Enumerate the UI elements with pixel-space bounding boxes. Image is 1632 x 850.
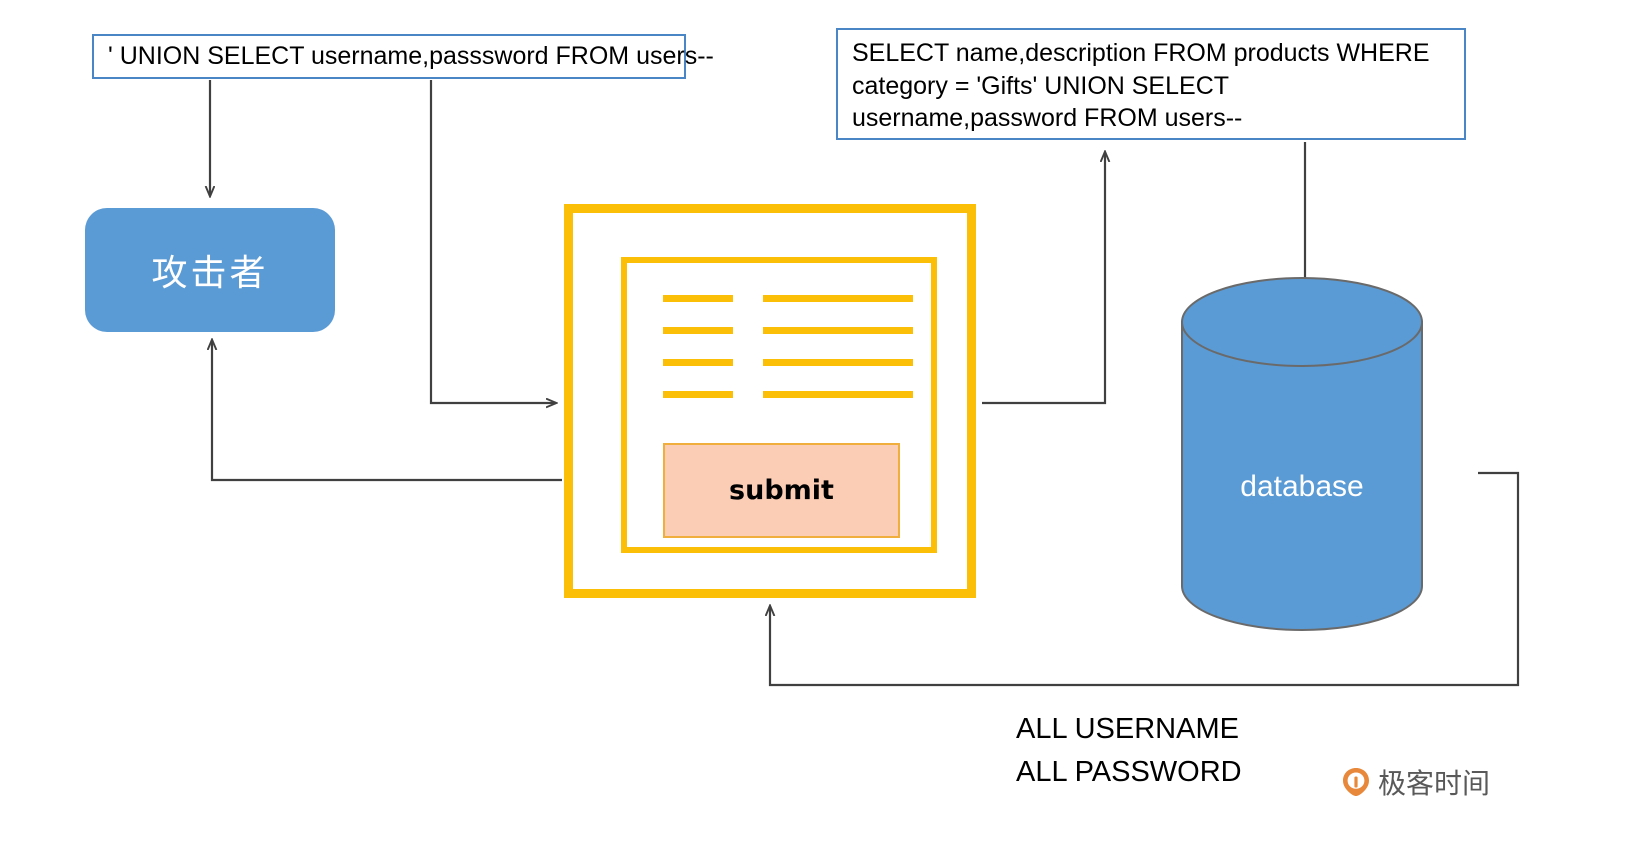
injected-payload-callout: ' UNION SELECT username,passsword FROM u… (92, 34, 714, 79)
field-label-bar (663, 359, 733, 366)
arrow-payload-to-form (429, 80, 556, 403)
field-input-bar[interactable] (763, 359, 913, 366)
watermark-logo-text: 极客时间 (1378, 767, 1491, 800)
attacker-node: 攻击者 (85, 208, 335, 332)
form-field-row (663, 295, 913, 302)
exfiltrated-data-caption: ALL USERNAME ALL PASSWORD (1016, 713, 1242, 788)
arrow-form-to-query (982, 152, 1105, 405)
web-application-frame: submit (564, 204, 976, 598)
arrow-database-to-form (770, 471, 1520, 687)
geektime-logo-icon (1343, 768, 1369, 796)
web-form-panel: submit (621, 257, 937, 553)
watermark-logo: 极客时间 (1341, 762, 1490, 802)
field-label-bar (663, 295, 733, 302)
field-input-bar[interactable] (763, 295, 913, 302)
form-field-row (663, 327, 913, 334)
arrow-form-to-attacker (212, 340, 562, 482)
field-label-bar (663, 391, 733, 398)
field-input-bar[interactable] (763, 327, 913, 334)
form-field-list (663, 295, 913, 398)
submit-button[interactable]: submit (663, 443, 900, 538)
form-field-row (663, 359, 913, 366)
attacker-label: 攻击者 (151, 253, 269, 294)
field-label-bar (663, 327, 733, 334)
form-field-row (663, 391, 913, 398)
database-label: database (1240, 470, 1364, 503)
resulting-query-callout: SELECT name,description FROM products WH… (836, 28, 1466, 140)
field-input-bar[interactable] (763, 391, 913, 398)
submit-button-label: submit (729, 475, 834, 506)
database-cylinder (1181, 277, 1423, 631)
